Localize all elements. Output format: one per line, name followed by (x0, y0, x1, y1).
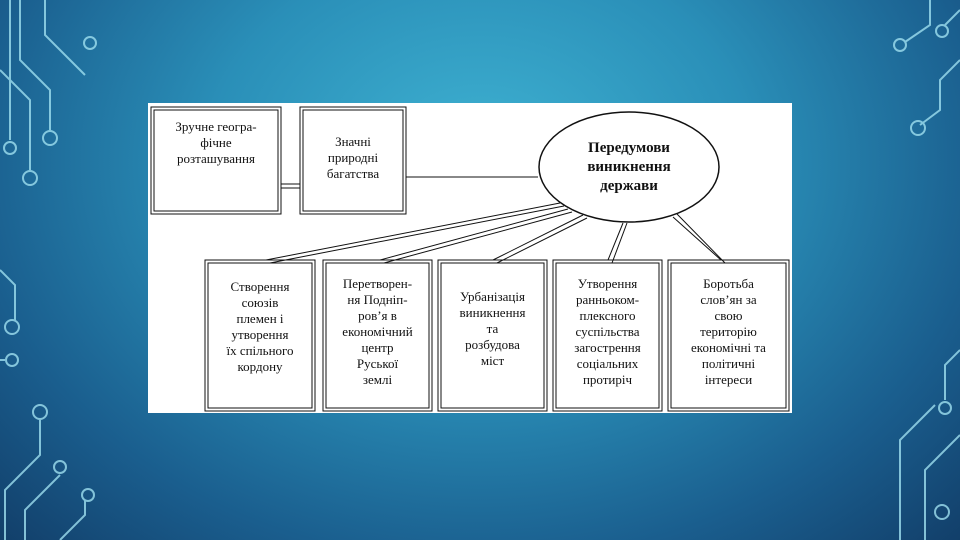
diagram-panel: Зручне геогра- фічне розташування Значні… (148, 103, 792, 413)
center-prerequisites: Передумови виникнення держави (548, 121, 710, 213)
box-natural-resources: Значні природні багатства (305, 125, 401, 191)
box-dnieper-economic-center: Перетворен- ня Подніп- ров’я в економічн… (328, 265, 427, 399)
box-urbanization: Урбанізація виникнення та розбудова міст (443, 279, 542, 379)
box-early-complex-society: Утворення ранньоком- плексного суспільст… (558, 265, 657, 399)
box-struggle-for-territory: Боротьба слов’ян за свою територію еконо… (673, 265, 784, 399)
box-tribal-unions: Створення союзів племен і утворення їх с… (210, 267, 310, 387)
box-geographic-location: Зручне геогра- фічне розташування (156, 113, 276, 173)
